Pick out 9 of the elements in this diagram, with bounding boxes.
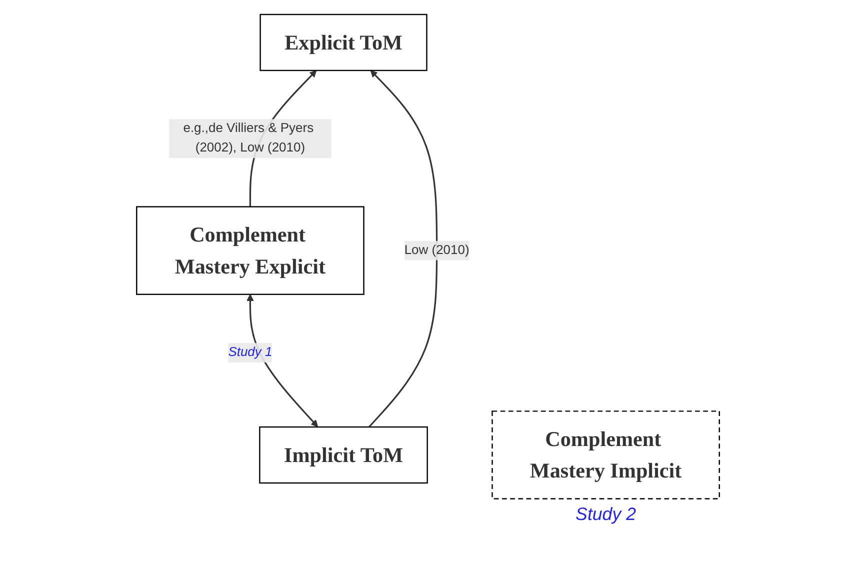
node-box: Explicit ToM <box>259 13 427 71</box>
node-box: Implicit ToM <box>258 426 428 484</box>
edge-label: Study 1 <box>228 344 272 359</box>
edge-label: e.g.,de Villiers & Pyers (2002), Low (2010) <box>182 121 314 154</box>
node-box: Complement Mastery Explicit <box>136 206 364 294</box>
edge-label: Low (2010) <box>404 242 469 257</box>
study-label: Study 2 <box>575 503 636 524</box>
arrow <box>368 70 438 428</box>
node-box: Complement Mastery Implicit <box>491 410 720 499</box>
